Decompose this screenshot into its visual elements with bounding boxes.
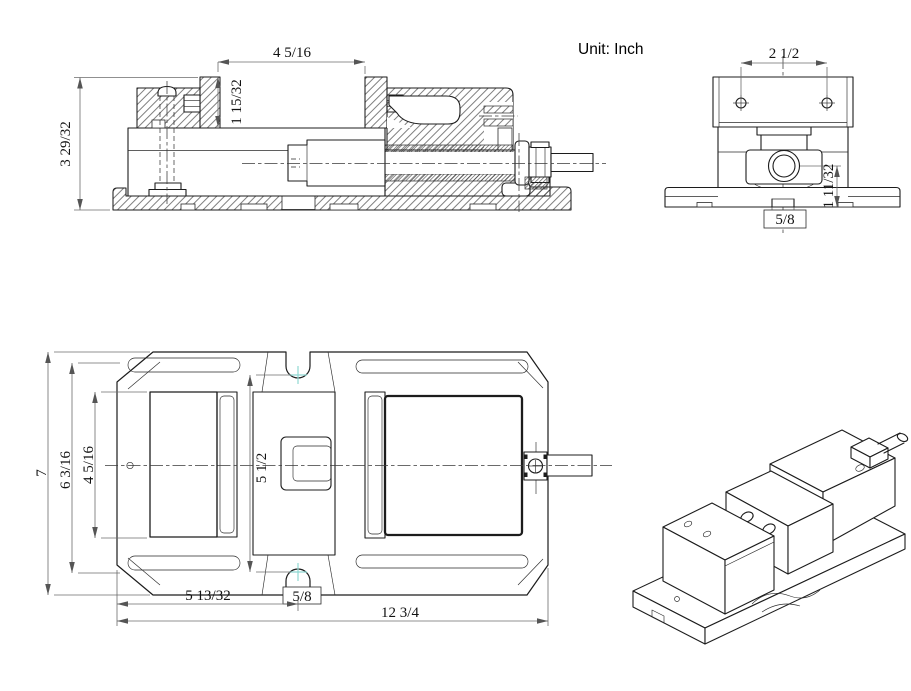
base-slot — [281, 195, 316, 210]
handle-shaft — [550, 152, 594, 173]
iso-fixed-jaw-side — [787, 503, 834, 575]
dim-overall-length: 12 3/4 — [116, 568, 549, 626]
dim-slot-width-label: 5/8 — [292, 589, 311, 605]
plan-view: 7 6 3/16 4 5/16 5 1/2 5/8 5 13/32 — [34, 351, 612, 626]
lead-screw-section — [287, 139, 386, 187]
jaw-pin-hole — [126, 461, 134, 470]
dim-edge-to-slot: 5 13/32 — [117, 588, 299, 611]
jaw-bolt-foot — [154, 182, 182, 191]
screw-bore — [772, 154, 796, 178]
body-channel — [388, 95, 461, 125]
dim-overall-height: 3 29/32 — [58, 77, 198, 211]
screw-thread-upper — [384, 144, 514, 153]
screw-thread-lower — [384, 173, 517, 182]
dim-screw-center-height: 1 11/32 — [800, 164, 841, 209]
base-notch — [329, 203, 359, 211]
plate-bolt — [183, 94, 201, 113]
dim-overall-width-label: 7 — [34, 469, 50, 477]
base-notch — [469, 203, 497, 211]
dim-jaw-plate-width: 4 5/16 — [81, 391, 147, 539]
dim-jaw-opening: 4 5/16 — [217, 45, 366, 74]
side-section-view: 4 5/16 1 15/32 3 29/32 — [58, 45, 606, 212]
dim-jaw-opening-label: 4 5/16 — [273, 45, 311, 61]
dim-keyway-box — [763, 209, 807, 229]
dim-slot-spacing: 5 1/2 — [247, 374, 291, 573]
iso-shaft-end — [896, 432, 909, 443]
screw-boss — [767, 149, 801, 183]
dim-slot-width-box — [282, 586, 322, 605]
dim-jaw-plate-height: 1 15/32 — [215, 77, 245, 127]
handle-shaft-plan — [546, 454, 593, 477]
base-notch — [240, 203, 268, 211]
movable-jaw-plan — [149, 391, 218, 538]
fixed-jaw-plate-section — [364, 76, 388, 129]
dim-base-width-label: 6 3/16 — [58, 451, 74, 489]
dim-edge-to-slot-label: 5 13/32 — [185, 588, 230, 604]
dim-jaw-hole-spacing-label: 2 1/2 — [769, 46, 799, 62]
unit-note: Unit: Inch — [578, 41, 643, 58]
iso-movable-jaw-side — [724, 535, 775, 615]
end-view: 2 1/2 1 11/32 5/8 — [664, 46, 901, 236]
dim-slot-width-plan: 5/8 — [282, 586, 322, 605]
dim-overall-width: 7 — [34, 351, 150, 596]
movable-jaw-plate-section — [199, 76, 221, 129]
screw-carrier-plan — [252, 391, 336, 556]
slot-center-mark — [289, 366, 307, 581]
movable-jaw-plate-plan — [216, 391, 238, 538]
carrier-nut-pocket — [280, 436, 332, 491]
dim-keyway-width-label: 5/8 — [775, 212, 794, 228]
dim-overall-length-label: 12 3/4 — [381, 605, 419, 621]
iso-base-side — [704, 533, 906, 645]
plan-outline — [116, 351, 549, 596]
dim-overall-height-label: 3 29/32 — [58, 121, 74, 166]
nut-key — [524, 176, 548, 190]
dim-base-width: 6 3/16 — [58, 362, 120, 574]
dim-screw-center-height-label: 1 11/32 — [821, 164, 837, 209]
dim-slot-spacing-label: 5 1/2 — [254, 453, 270, 483]
dim-jaw-plate-width-label: 4 5/16 — [81, 446, 97, 484]
screw-nut — [528, 146, 552, 178]
dim-jaw-plate-height-label: 1 15/32 — [229, 79, 245, 124]
base-notch — [180, 203, 196, 211]
dim-jaw-hole-spacing: 2 1/2 — [740, 46, 828, 96]
dim-keyway-width: 5/8 — [763, 207, 807, 229]
isometric-view — [632, 429, 909, 645]
